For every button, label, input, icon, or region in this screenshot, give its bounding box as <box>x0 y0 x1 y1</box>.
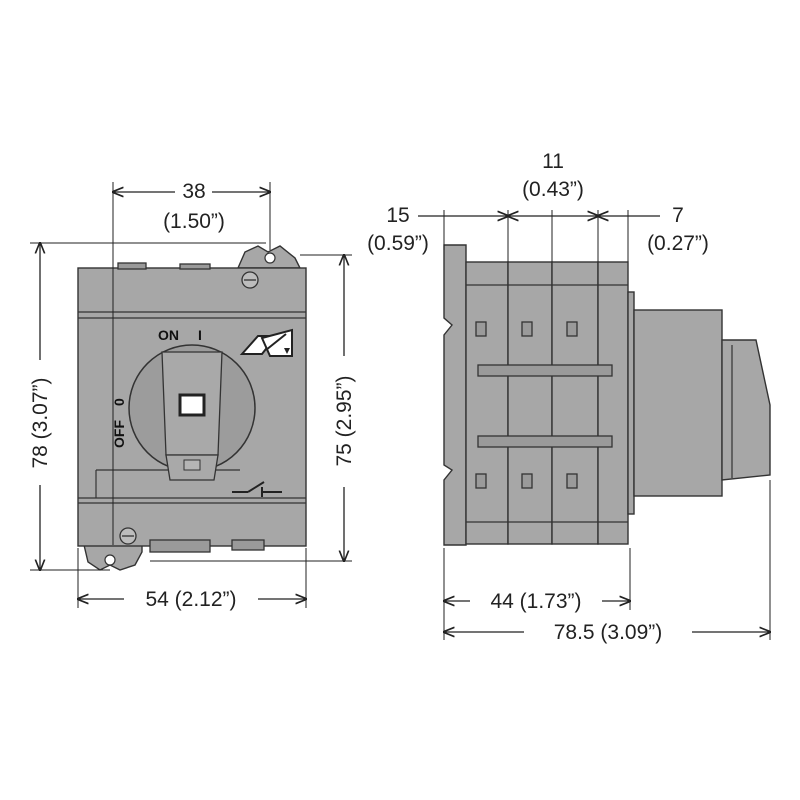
dim-75-value: 75 (2.95”) <box>333 375 356 466</box>
side-module-3 <box>551 261 599 545</box>
dim-11-inch: (0.43”) <box>522 178 584 201</box>
terminal-window <box>566 473 578 489</box>
switch-symbol-icon <box>232 481 282 497</box>
bottom-screw-icon <box>104 527 137 566</box>
padlock-symbol-icon <box>239 328 293 357</box>
dim-11-value: 11 <box>542 150 564 173</box>
top-screw-icon <box>241 252 276 289</box>
dim-38-inch: (1.50”) <box>163 210 225 233</box>
dim-78-value: 78 (3.07”) <box>29 377 52 468</box>
terminal-window <box>566 321 578 337</box>
side-handle-body <box>633 309 723 497</box>
off-label: OFF <box>111 420 127 448</box>
dim-54-value: 54 (2.12”) <box>145 588 236 611</box>
front-top-clip <box>117 262 147 270</box>
dim-15-inch: (0.59”) <box>367 232 429 255</box>
on-label: ON <box>158 327 179 343</box>
front-dimensions: 38 (1.50”) 78 (3.07”) 75 (2.95”) 54 (2.1… <box>29 180 356 611</box>
front-bottom-rail <box>149 539 211 553</box>
side-module-4 <box>597 261 629 545</box>
front-top-clip-2 <box>179 263 211 270</box>
dim-7-inch: (0.27”) <box>647 232 709 255</box>
side-view <box>443 244 771 546</box>
side-handle-knob <box>721 339 771 481</box>
off-mark: 0 <box>111 398 127 406</box>
side-bar-lower <box>477 435 613 448</box>
dim-7-value: 7 <box>672 204 684 227</box>
side-dimensions: 15 (0.59”) 11 (0.43”) 7 (0.27”) 44 (1.73… <box>367 150 770 644</box>
dim-785-value: 78.5 (3.09”) <box>554 621 663 644</box>
dim-44-value: 44 (1.73”) <box>490 590 581 613</box>
on-mark: I <box>198 327 202 343</box>
front-view: ON I OFF 0 <box>77 245 307 571</box>
side-module-1 <box>465 261 509 545</box>
terminal-window <box>521 321 533 337</box>
terminal-window <box>521 473 533 489</box>
rotary-handle <box>128 344 256 481</box>
terminal-window <box>475 473 487 489</box>
side-module-2 <box>507 261 553 545</box>
side-din-clip <box>443 244 467 546</box>
dim-38-value: 38 <box>182 180 205 203</box>
side-rear-block <box>627 291 635 515</box>
side-bar-upper <box>477 364 613 377</box>
dim-15-value: 15 <box>386 204 409 227</box>
front-bottom-clip <box>231 539 265 551</box>
terminal-window <box>475 321 487 337</box>
